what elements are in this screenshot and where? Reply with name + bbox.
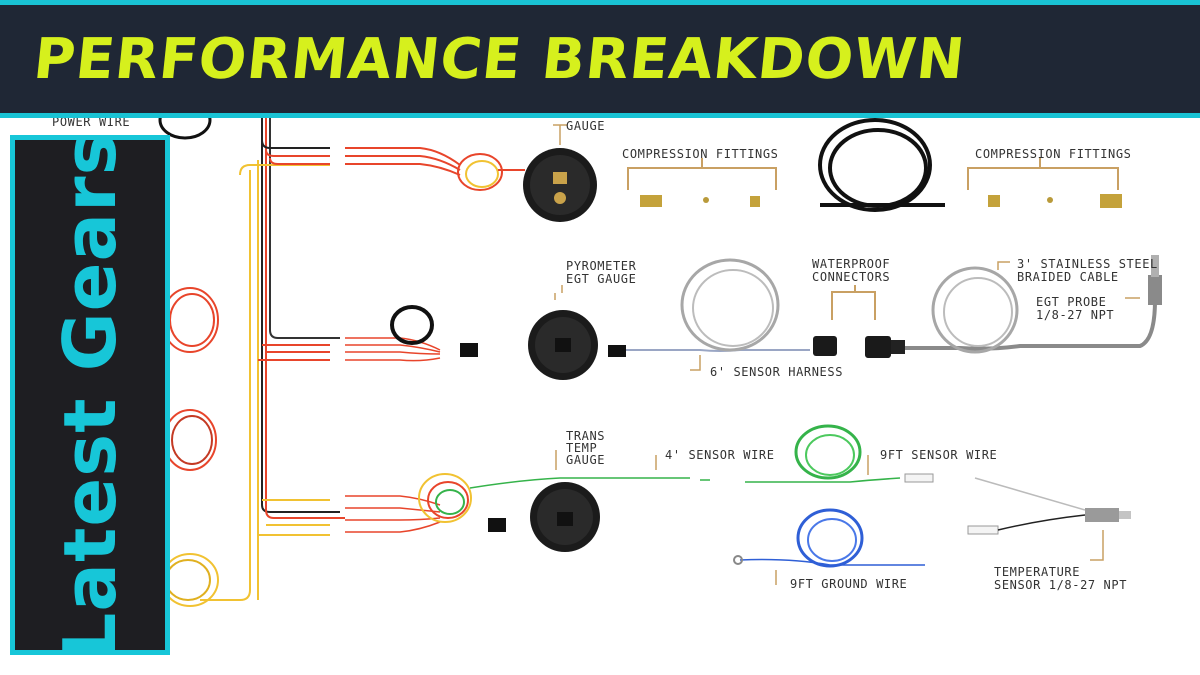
label-braided-cable: BRAIDED CABLE [1017, 270, 1119, 284]
label-sensor-harness: 6' SENSOR HARNESS [710, 365, 844, 379]
channel-badge: Latest Gears [10, 135, 170, 655]
main-harness [200, 118, 345, 601]
gauge-row-1 [345, 124, 597, 222]
label-stainless-steel: 3' STAINLESS STEEL [1017, 257, 1158, 271]
label-pyrometer: PYROMETER [566, 259, 637, 273]
label-trans-gauge: GAUGE [566, 453, 606, 467]
label-compression-fittings-1: COMPRESSION FITTINGS [622, 147, 779, 161]
label-temp: TEMP [566, 441, 598, 455]
label-egt-gauge: EGT GAUGE [566, 272, 637, 286]
label-4ft-sensor-wire: 4' SENSOR WIRE [665, 448, 775, 462]
compression-fittings-group-2 [967, 158, 1122, 208]
label-9ft-ground-wire: 9FT GROUND WIRE [790, 577, 908, 591]
gauge-row-2 [345, 255, 1162, 380]
label-temperature: TEMPERATURE [994, 565, 1081, 579]
label-temp-sensor-thread: SENSOR 1/8-27 NPT [994, 578, 1128, 592]
label-power-wire: POWER WIRE [52, 115, 131, 129]
label-trans: TRANS [566, 429, 606, 443]
label-connectors: CONNECTORS [812, 270, 891, 284]
label-waterproof: WATERPROOF [812, 257, 891, 271]
page-title: PERFORMANCE BREAKDOWN [30, 27, 969, 92]
badge-text: Latest Gears [48, 140, 132, 650]
badge-panel: Latest Gears [15, 140, 165, 650]
label-gauge: GAUGE [566, 119, 606, 133]
label-egt-probe: EGT PROBE [1036, 295, 1107, 309]
tube-coil [818, 118, 945, 212]
gauge-row-3 [345, 424, 1131, 585]
compression-fittings-group-1 [627, 158, 777, 207]
label-egt-probe-thread: 1/8-27 NPT [1036, 308, 1115, 322]
label-9ft-sensor-wire: 9FT SENSOR WIRE [880, 448, 998, 462]
title-banner: PERFORMANCE BREAKDOWN [0, 0, 1200, 118]
label-compression-fittings-2: COMPRESSION FITTINGS [975, 147, 1132, 161]
